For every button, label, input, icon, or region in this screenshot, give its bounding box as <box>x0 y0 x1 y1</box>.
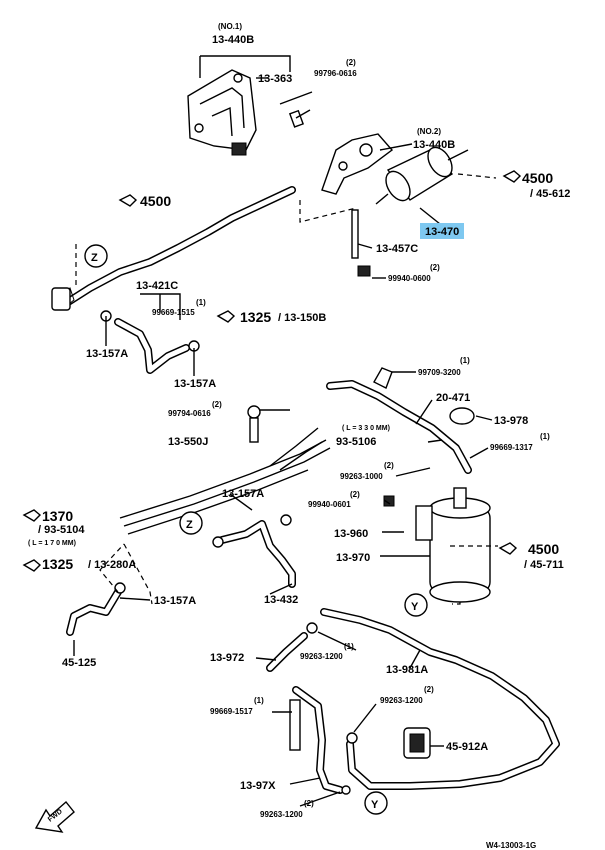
qty-1-a: (1) <box>196 298 206 307</box>
callout-z-lower-label: Z <box>186 519 193 531</box>
callout-y-lower-label: Y <box>371 799 379 811</box>
part-13-157A-a: 13-157A <box>86 348 128 360</box>
qty-2-d: (2) <box>384 461 394 470</box>
canister-13-970 <box>383 487 491 603</box>
part-13-432: 13-432 <box>264 594 298 606</box>
part-13-978: 13-978 <box>494 415 528 427</box>
part-13-421C: 13-421C <box>136 280 178 292</box>
callout-y-upper: Y <box>404 593 428 617</box>
hose-20-471 <box>326 367 472 474</box>
part-99669-1317: 99669-1317 <box>490 443 533 452</box>
callout-y-lower: Y <box>364 791 388 815</box>
qty-2-e: (2) <box>350 490 360 499</box>
part-99263-1000: 99263-1000 <box>340 472 383 481</box>
ref-4500-left: 4500 <box>140 193 171 209</box>
highlight-13-470 <box>420 223 464 239</box>
part-13-972: 13-972 <box>210 652 244 664</box>
length-330mm: ( L = 3 3 0 MM) <box>342 425 390 432</box>
pipe-assembly-13-550J <box>119 405 331 535</box>
callout-z-upper: Z <box>84 244 108 268</box>
callout-z-upper-label: Z <box>91 252 98 264</box>
qty-2-b: (2) <box>430 263 440 272</box>
qty-2-c: (2) <box>212 400 222 409</box>
ref-45-612: / 45-612 <box>530 188 570 200</box>
fuel-line-upper <box>51 186 296 311</box>
clamp-13-978 <box>449 407 475 425</box>
ref-arrow-icon-1325-mid <box>216 310 236 323</box>
part-13-97X: 13-97X <box>240 780 276 792</box>
qty-2-f: (2) <box>424 685 434 694</box>
qty-1-d: (1) <box>344 642 354 651</box>
part-99940-0600: 99940-0600 <box>388 274 431 283</box>
part-13-550J: 13-550J <box>168 436 208 448</box>
ref-arrow-icon-1370 <box>22 509 42 522</box>
hose-13-97X <box>289 686 351 795</box>
bracket-no1 <box>187 69 257 156</box>
fuel-filter-13-470 <box>351 146 469 277</box>
ref-arrow-icon-4500-left <box>118 194 138 207</box>
length-170mm: ( L = 1 7 0 MM) <box>28 540 76 547</box>
part-13-157A-c: 13-157A <box>222 488 264 500</box>
qty-1-b: (1) <box>460 356 470 365</box>
part-13-440B-mid: 13-440B <box>413 139 455 151</box>
valve-45-912A <box>346 727 431 759</box>
part-13-981A: 13-981A <box>386 664 428 676</box>
ref-13-150B: / 13-150B <box>278 312 326 324</box>
part-99796-0616: 99796-0616 <box>314 69 357 78</box>
part-99669-1515: 99669-1515 <box>152 308 195 317</box>
part-99263-1200-b: 99263-1200 <box>380 696 423 705</box>
part-45-912A: 45-912A <box>446 741 488 753</box>
label-no1: (NO.1) <box>218 22 242 31</box>
ref-1325-mid: 1325 <box>240 309 271 325</box>
ref-45-711: / 45-711 <box>524 559 564 571</box>
part-99263-1200-a: 99263-1200 <box>300 652 343 661</box>
bracket-no2 <box>321 133 394 195</box>
part-45-125: 45-125 <box>62 657 96 669</box>
callout-y-upper-label: Y <box>411 601 419 613</box>
part-13-157A-d: 13-157A <box>154 595 196 607</box>
part-99794-0616: 99794-0616 <box>168 409 211 418</box>
part-13-363: 13-363 <box>258 73 292 85</box>
reference-lines <box>75 173 498 605</box>
part-13-440B-top: 13-440B <box>212 34 254 46</box>
qty-2-a: (2) <box>346 58 356 67</box>
part-13-970: 13-970 <box>336 552 370 564</box>
ref-4500-low: 4500 <box>528 541 559 557</box>
qty-2-g: (2) <box>304 799 314 808</box>
part-13-960: 13-960 <box>334 528 368 540</box>
part-93-5106: 93-5106 <box>336 436 376 448</box>
qty-1-c: (1) <box>540 432 550 441</box>
hose-13-421C <box>100 310 200 374</box>
part-99940-0601: 99940-0601 <box>308 500 351 509</box>
hose-13-972 <box>266 622 318 672</box>
part-99669-1517: 99669-1517 <box>210 707 253 716</box>
part-13-157A-b: 13-157A <box>174 378 216 390</box>
label-no2: (NO.2) <box>417 127 441 136</box>
footer-code: W4-13003-1G <box>486 841 536 850</box>
callout-z-lower: Z <box>179 511 203 535</box>
leader-lines <box>73 55 493 807</box>
ref-arrow-icon-4500-low <box>498 542 518 555</box>
hose-13-432 <box>212 514 296 588</box>
part-13-457C: 13-457C <box>376 243 418 255</box>
ref-arrow-icon-4500-top <box>502 170 522 183</box>
ref-4500-top: 4500 <box>522 170 553 186</box>
part-99709-3200: 99709-3200 <box>418 368 461 377</box>
part-99263-1200-c: 99263-1200 <box>260 810 303 819</box>
ref-arrow-icon-1325-low <box>22 559 42 572</box>
bolt-99796-0616 <box>279 91 313 128</box>
ref-1370: 1370 <box>42 508 73 524</box>
hose-13-981A <box>320 608 560 790</box>
front-arrow-icon: FWD <box>34 800 75 833</box>
ref-13-280A: / 13-280A <box>88 559 136 571</box>
qty-1-e: (1) <box>254 696 264 705</box>
ref-1325-low: 1325 <box>42 556 73 572</box>
ref-93-5104: / 93-5104 <box>38 524 85 536</box>
part-20-471: 20-471 <box>436 392 470 404</box>
part-13-470: 13-470 <box>425 226 459 238</box>
